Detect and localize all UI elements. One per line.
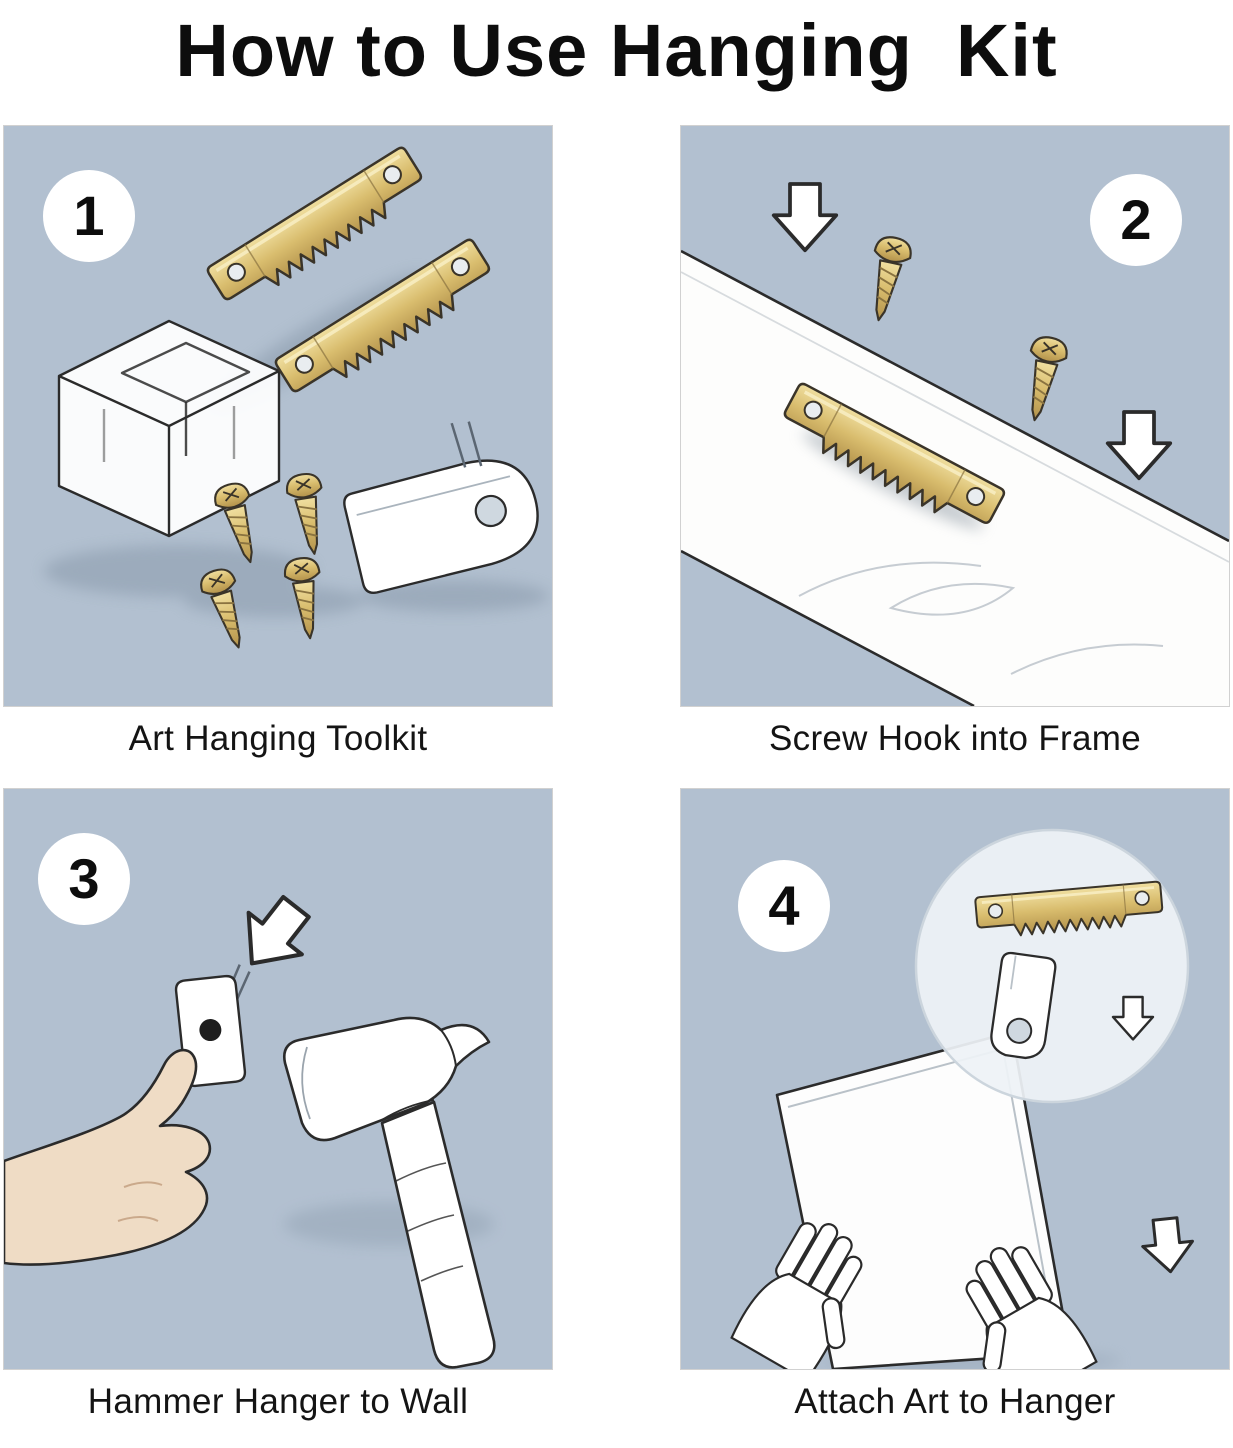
step-number-badge: 4 [738,859,830,952]
wall-hook [990,951,1057,1059]
step-1: 1 Art Hanging Toolkit [3,124,553,759]
down-arrow-icon [1105,409,1173,480]
down-arrow-icon [771,181,839,252]
step-number: 4 [768,874,800,938]
step-3-caption: Hammer Hanger to Wall [87,1381,469,1421]
page-title: How to Use Hanging Kit [175,9,1058,92]
step-3-illustration: 3 [3,787,553,1370]
step-number-badge: 1 [43,169,135,262]
down-left-arrow-icon [225,886,322,984]
screw-icon [859,232,915,325]
wall-hook [343,420,539,594]
attach-art-scene [729,828,1197,1369]
holding-hand [4,1048,212,1266]
step-1-illustration: 1 [3,124,553,707]
storage-box [57,319,281,537]
hammer-scene [4,789,496,1369]
sawtooth-hanger-icon [272,235,501,407]
step-2-illustration: 2 [680,124,1230,707]
step-2: 2 Screw Hook into Frame [680,124,1230,759]
steps-grid: 1 Art Hanging Toolkit [0,124,1233,1422]
screw-icon [1015,332,1071,425]
toolkit-scene [44,143,549,654]
hammer [283,1016,496,1369]
step-number-badge: 3 [38,832,130,925]
down-arrow-icon [1138,1214,1197,1276]
step-number-badge: 2 [1090,173,1182,266]
step-4-caption: Attach Art to Hanger [794,1381,1116,1421]
step-number: 1 [73,184,105,248]
step-2-caption: Screw Hook into Frame [769,718,1141,758]
step-4-illustration: 4 [680,787,1230,1370]
step-3: 3 Hammer Hanger to Wall [3,787,553,1422]
nail-head [199,1018,222,1041]
step-number: 2 [1120,188,1152,252]
step-1-caption: Art Hanging Toolkit [128,718,428,758]
screw-into-frame-scene [681,181,1229,706]
screw-icon [283,470,333,558]
step-number: 3 [68,847,100,911]
zoom-lens [914,828,1190,1103]
step-4: 4 Attach Art to Hanger [680,787,1230,1422]
